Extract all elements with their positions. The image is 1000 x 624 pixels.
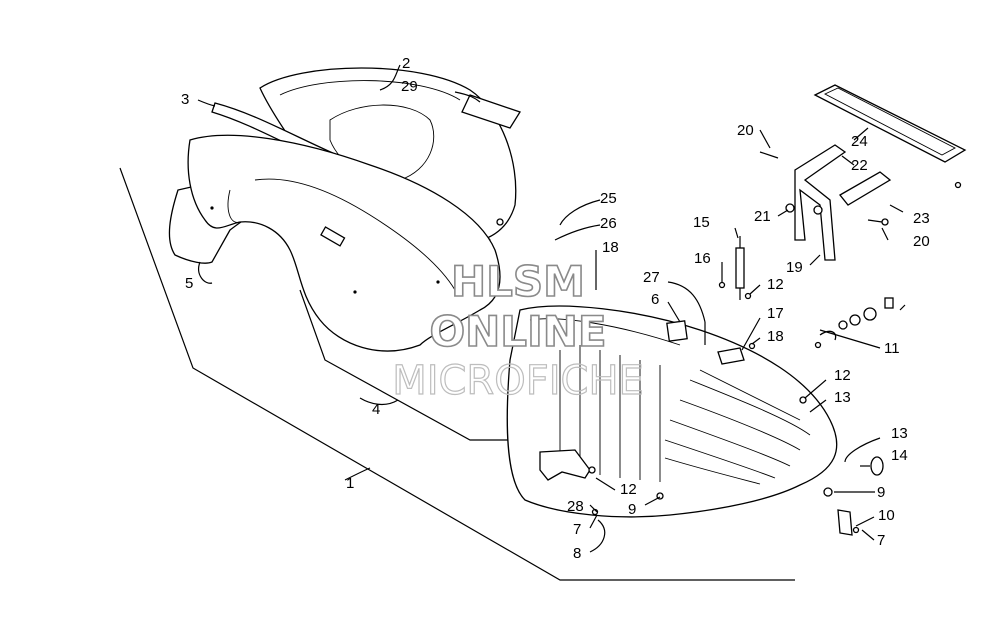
- callout-23: 23: [913, 210, 930, 227]
- callout-21: 21: [754, 208, 771, 225]
- latch-part: [320, 218, 504, 247]
- callout-15: 15: [693, 214, 710, 231]
- callout-13-b: 13: [891, 425, 908, 442]
- callout-12-b: 12: [834, 367, 851, 384]
- callout-28: 28: [567, 498, 584, 515]
- decal-29-part: [461, 94, 521, 129]
- hinge-plate-part: [717, 347, 745, 365]
- hardware-parts: [588, 151, 962, 534]
- callout-8: 8: [573, 545, 581, 562]
- callout-9-b: 9: [877, 484, 885, 501]
- callout-16: 16: [694, 250, 711, 267]
- callout-22: 22: [851, 157, 868, 174]
- callout-26: 26: [600, 215, 617, 232]
- knob-part: [860, 456, 884, 476]
- callout-25: 25: [600, 190, 617, 207]
- arm-bracket-part: [794, 144, 892, 261]
- callout-24: 24: [851, 133, 868, 150]
- callout-5: 5: [185, 275, 193, 292]
- callout-12-a: 12: [767, 276, 784, 293]
- callout-20-b: 20: [913, 233, 930, 250]
- mounting-plate-part: [813, 84, 967, 163]
- callout-3: 3: [181, 91, 189, 108]
- callout-27: 27: [643, 269, 660, 286]
- callout-1: 1: [346, 475, 354, 492]
- callout-17: 17: [767, 305, 784, 322]
- watermark-line-1: HLSM: [451, 257, 585, 306]
- lock-assembly-part: [819, 297, 894, 341]
- strut-part: [735, 236, 745, 300]
- bracket-8-part: [539, 449, 591, 481]
- watermark-line-2: ONLINE: [429, 307, 606, 356]
- callout-9-a: 9: [628, 501, 636, 518]
- callout-7-b: 7: [877, 532, 885, 549]
- watermark: HLSM ONLINE MICROFICHE: [392, 256, 645, 404]
- callout-labels: 1 2 29 3 5 4 25 26 18 27 6 15 16 12 17 1…: [181, 55, 930, 562]
- callout-19: 19: [786, 259, 803, 276]
- watermark-line-3: MICROFICHE: [392, 358, 644, 404]
- callout-13-a: 13: [834, 389, 851, 406]
- callout-11: 11: [884, 340, 900, 357]
- callout-6: 6: [651, 291, 659, 308]
- callout-2: 2: [402, 55, 410, 72]
- callout-18-b: 18: [767, 328, 784, 345]
- callout-14: 14: [891, 447, 908, 464]
- callout-10: 10: [878, 507, 895, 524]
- box-body-part: [506, 305, 838, 518]
- callout-12-c: 12: [620, 481, 637, 498]
- leader-lines: [197, 64, 906, 553]
- callout-29: 29: [401, 78, 418, 95]
- lid-part: [187, 134, 501, 352]
- callout-7-a: 7: [573, 521, 581, 538]
- callout-18-a: 18: [602, 239, 619, 256]
- callout-20-a: 20: [737, 122, 754, 139]
- bracket-10-part: [837, 509, 853, 536]
- callout-4: 4: [372, 401, 380, 418]
